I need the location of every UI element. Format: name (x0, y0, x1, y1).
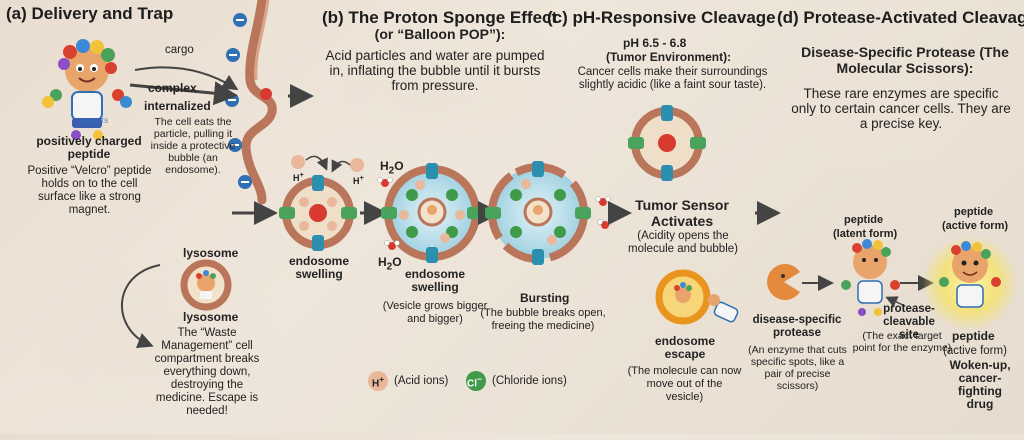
lysosome-icon (180, 259, 232, 311)
endosome-2 (381, 163, 483, 263)
legend-cl-symbol: Cl− (467, 374, 482, 390)
protease-title: Disease-Specific Protease (The Molecular… (801, 44, 1009, 76)
swelling1-label: endosome swelling (288, 254, 349, 281)
endosome-escape-desc: (The molecule can now move out of the ve… (627, 365, 742, 403)
legend-chloride-label: (Chloride ions) (492, 375, 567, 387)
internalized-label: internalized (144, 99, 211, 113)
lysosome-label-top: lysosome (183, 246, 239, 260)
active-peptide-mascot (922, 235, 1018, 331)
water-molecule-icon (595, 196, 613, 229)
ph-value: pH 6.5 - 6.8 (623, 36, 687, 50)
enzyme-desc: (An enzyme that cuts specific spots, lik… (748, 344, 847, 392)
lysosome-loop-arrow (120, 264, 161, 349)
legend-acid-label: (Acid ions) (394, 375, 449, 387)
water-molecule-icon (377, 177, 400, 250)
sand-texture (760, 60, 1024, 190)
cleavable-site-label: protease-cleavable site (883, 303, 935, 341)
latent-peptide-mascot (841, 239, 900, 316)
panel-b-desc: Acid particles and water are pumped in, … (325, 48, 545, 93)
final-peptide-label: peptide (952, 329, 995, 343)
protease-desc: These rare enzymes are specific only to … (791, 86, 1011, 131)
complex-arrow (129, 81, 238, 106)
peptide-mascot (42, 39, 132, 140)
panel-b-title: (b) The Proton Sponge Effect (322, 8, 558, 27)
legend-h-symbol: H+ (372, 374, 385, 390)
protease-enzyme-icon (767, 264, 800, 300)
tumor-sensor-desc: (Acidity opens the molecule and bubble) (628, 230, 738, 255)
tumor-env-desc: Cancer cells make their surroundings sli… (577, 66, 768, 91)
swelling2-label: endosome swelling (404, 267, 465, 294)
peptide-tag: PeptideTS (80, 119, 109, 125)
panel-c-title: (c) pH-Responsive Cleavage (547, 8, 776, 27)
complex-label: complex (148, 81, 197, 95)
endosome-bursting (485, 161, 591, 265)
sand-texture (290, 10, 590, 160)
panel-d-title: (d) Protease-Activated Cleavage (777, 8, 1024, 27)
swelling2-desc: (Vesicle grows bigger and bigger) (382, 300, 488, 325)
latent-form-label: (latent form) (833, 228, 898, 240)
internalized-desc: The cell eats the particle, pulling it i… (150, 116, 236, 176)
h-ion-label: H+ (293, 170, 304, 183)
final-form-label: (active form) (943, 345, 1007, 357)
tumor-env-label: (Tumor Environment): (606, 50, 732, 64)
latent-peptide-label: peptide (844, 214, 884, 226)
lysosome-desc: The “Waste Management” cell compartment … (154, 327, 260, 417)
legend-h-ion-icon (368, 371, 388, 391)
legend-cl-ion-icon (466, 371, 486, 391)
h-ion-icon (291, 155, 305, 169)
bursting-desc: (The bubble breaks open, freeing the med… (480, 307, 606, 332)
panel-a-title: (a) Delivery and Trap (6, 4, 174, 23)
water-label: H2O (378, 255, 402, 273)
cargo-particle (260, 88, 272, 100)
endosome-escape-label: endosome escape (654, 334, 715, 361)
lysosome-label: lysosome (183, 310, 239, 324)
escape-vesicle (655, 269, 739, 325)
cell-membrane (241, 0, 277, 205)
peptide-desc: Positive “Velcro” peptide holds on to th… (27, 165, 152, 216)
h-ion-label: H+ (353, 173, 364, 186)
enzyme-label: disease-specific protease (752, 314, 842, 339)
water-label: H2O (380, 159, 404, 177)
active-form-label: (active form) (942, 220, 1009, 232)
final-desc: Woken-up, cancer-fighting drug (949, 358, 1011, 411)
tumor-sensor-label: Tumor Sensor Activates (635, 197, 729, 229)
endosome-1 (279, 175, 357, 251)
cargo-label: cargo (165, 44, 194, 56)
bursting-label: Bursting (520, 291, 570, 305)
peptide-label: positively charged peptide (36, 134, 142, 161)
panel-b-subtitle: (or “Balloon POP”): (374, 26, 506, 42)
endosome-acidic (628, 105, 706, 181)
active-peptide-label: peptide (954, 206, 994, 218)
cleavable-site-desc: (The exact target point for the enzyme) (852, 330, 952, 354)
h-ion-icon (350, 158, 364, 172)
